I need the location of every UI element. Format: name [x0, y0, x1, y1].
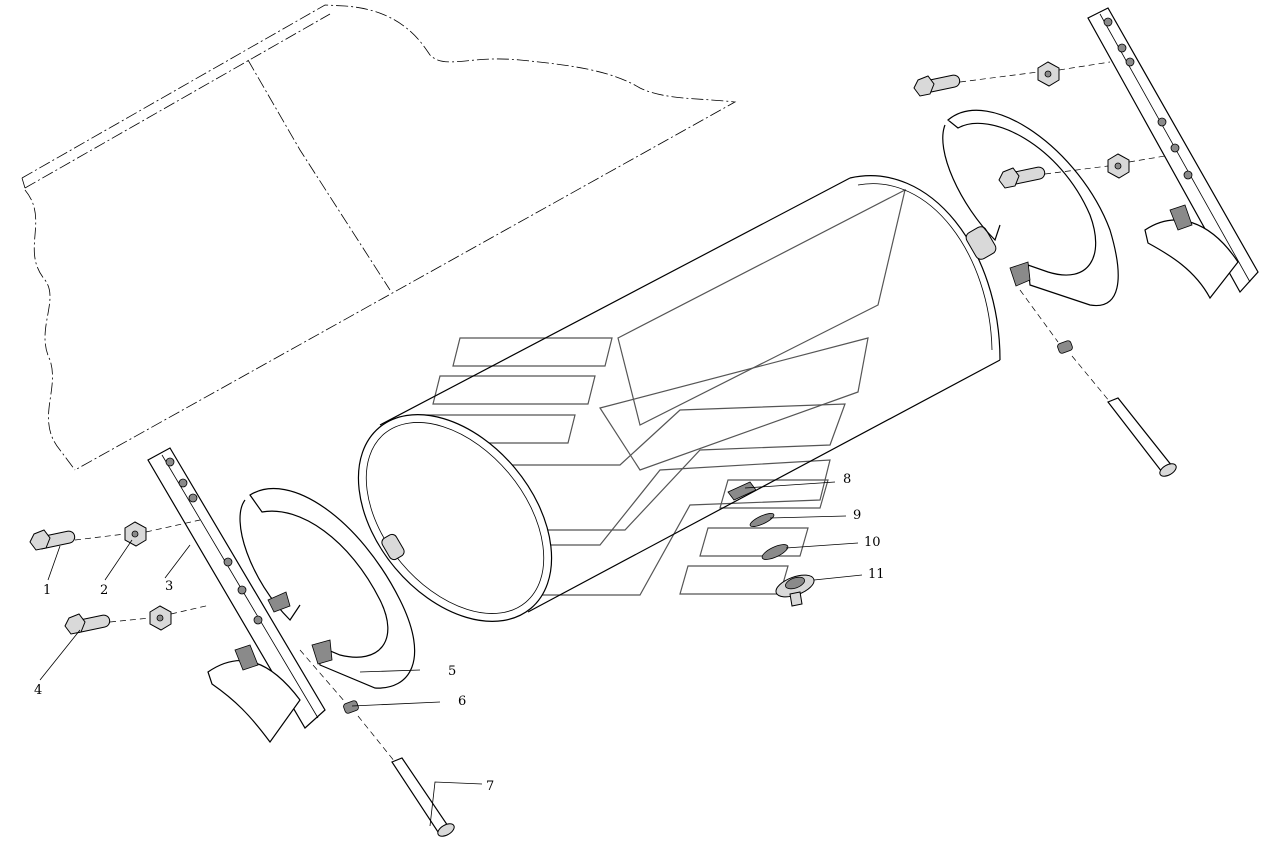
- bolt-head-lower-right: [998, 167, 1020, 189]
- air-tank: [357, 175, 1001, 622]
- drain-washer: [761, 544, 789, 560]
- tank-fitting-right: [965, 226, 997, 260]
- tank-fitting-left: [381, 533, 405, 561]
- label-1: 1: [43, 583, 51, 598]
- label-3: 3: [165, 579, 173, 594]
- leader-lines: [39, 481, 863, 827]
- strap-bolt-right: [1019, 289, 1177, 477]
- watermark-logo: [409, 188, 906, 596]
- drain-valve-parts: [749, 513, 815, 607]
- fasteners-left: [29, 519, 211, 635]
- label-6: 6: [458, 694, 466, 709]
- left-mounting-bracket: [147, 447, 326, 744]
- label-9: 9: [853, 508, 861, 523]
- drain-gasket: [749, 513, 775, 527]
- label-5: 5: [448, 664, 456, 679]
- chassis-frame-outline: [21, 4, 737, 471]
- right-tank-strap: [942, 109, 1119, 307]
- drain-fitting: [727, 481, 757, 501]
- label-7: 7: [486, 779, 494, 794]
- strap-rod-right: [1107, 397, 1173, 473]
- strap-rod-left: [391, 757, 449, 833]
- fasteners-right: [913, 61, 1166, 189]
- label-2: 2: [100, 583, 108, 598]
- label-4: 4: [34, 683, 42, 698]
- label-10: 10: [864, 535, 881, 550]
- label-8: 8: [843, 472, 851, 487]
- right-mounting-bracket: [1087, 7, 1259, 300]
- bolt-head-upper-right: [913, 75, 935, 97]
- left-tank-strap: [239, 488, 416, 689]
- part-labels: 1 2 3 4 5 6 7 8 9 10 11: [34, 472, 885, 794]
- strap-nut-right: [1057, 340, 1073, 354]
- label-11: 11: [868, 567, 885, 582]
- strap-nut-left: [343, 700, 359, 714]
- bolt-head-lower-left: [64, 613, 86, 635]
- strap-bolt-left: [299, 649, 455, 837]
- bolt-head-upper-left: [29, 529, 51, 551]
